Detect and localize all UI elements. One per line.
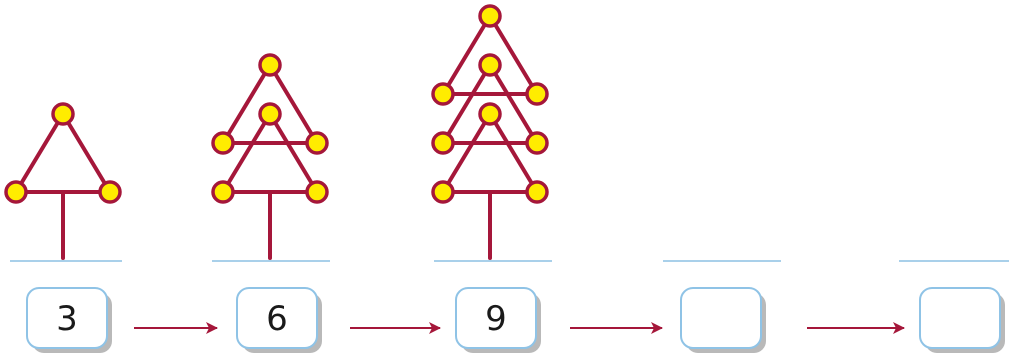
vertex-dot — [525, 82, 549, 106]
vertex-dot — [258, 102, 282, 126]
vertex-dot — [525, 131, 549, 155]
tree-dots — [4, 102, 122, 204]
tree-3 — [431, 4, 549, 260]
vertex-dot — [525, 180, 549, 204]
figure-1: 3 — [4, 102, 122, 353]
triangle — [221, 112, 319, 194]
box — [919, 287, 1001, 349]
figure-5 — [899, 260, 1009, 353]
triangle — [441, 14, 539, 96]
answer-box-5[interactable] — [919, 287, 1005, 353]
vertex-dot — [431, 131, 455, 155]
tree-lines — [14, 112, 112, 260]
vertex-dot — [211, 131, 235, 155]
vertex-dot — [305, 180, 329, 204]
box — [680, 287, 762, 349]
tree-dots — [211, 53, 329, 204]
box — [455, 287, 537, 349]
tree-1 — [4, 102, 122, 260]
answer-box-1[interactable]: 3 — [26, 287, 112, 353]
vertex-dot — [478, 102, 502, 126]
answer-box-3[interactable]: 9 — [455, 287, 541, 353]
triangle — [441, 112, 539, 194]
count-label: 6 — [266, 299, 288, 339]
vertex-dot — [431, 82, 455, 106]
figure-2: 6 — [211, 53, 330, 353]
vertex-dot — [478, 53, 502, 77]
vertex-dot — [98, 180, 122, 204]
tree-lines — [441, 14, 539, 260]
vertex-dot — [478, 4, 502, 28]
vertex-dot — [51, 102, 75, 126]
figure-3: 9 — [431, 4, 552, 353]
triangle — [441, 63, 539, 145]
tree-lines — [221, 63, 319, 260]
box — [236, 287, 318, 349]
vertex-dot — [431, 180, 455, 204]
tree-dots — [431, 4, 549, 204]
vertex-dot — [258, 53, 282, 77]
box — [26, 287, 108, 349]
vertex-dot — [211, 180, 235, 204]
count-label: 3 — [56, 299, 78, 339]
tree-2 — [211, 53, 329, 260]
vertex-dot — [4, 180, 28, 204]
count-label: 9 — [485, 299, 507, 339]
triangle — [14, 112, 112, 194]
triangle — [221, 63, 319, 145]
answer-box-4[interactable] — [680, 287, 766, 353]
vertex-dot — [305, 131, 329, 155]
figure-4 — [663, 260, 781, 353]
answer-box-2[interactable]: 6 — [236, 287, 322, 353]
